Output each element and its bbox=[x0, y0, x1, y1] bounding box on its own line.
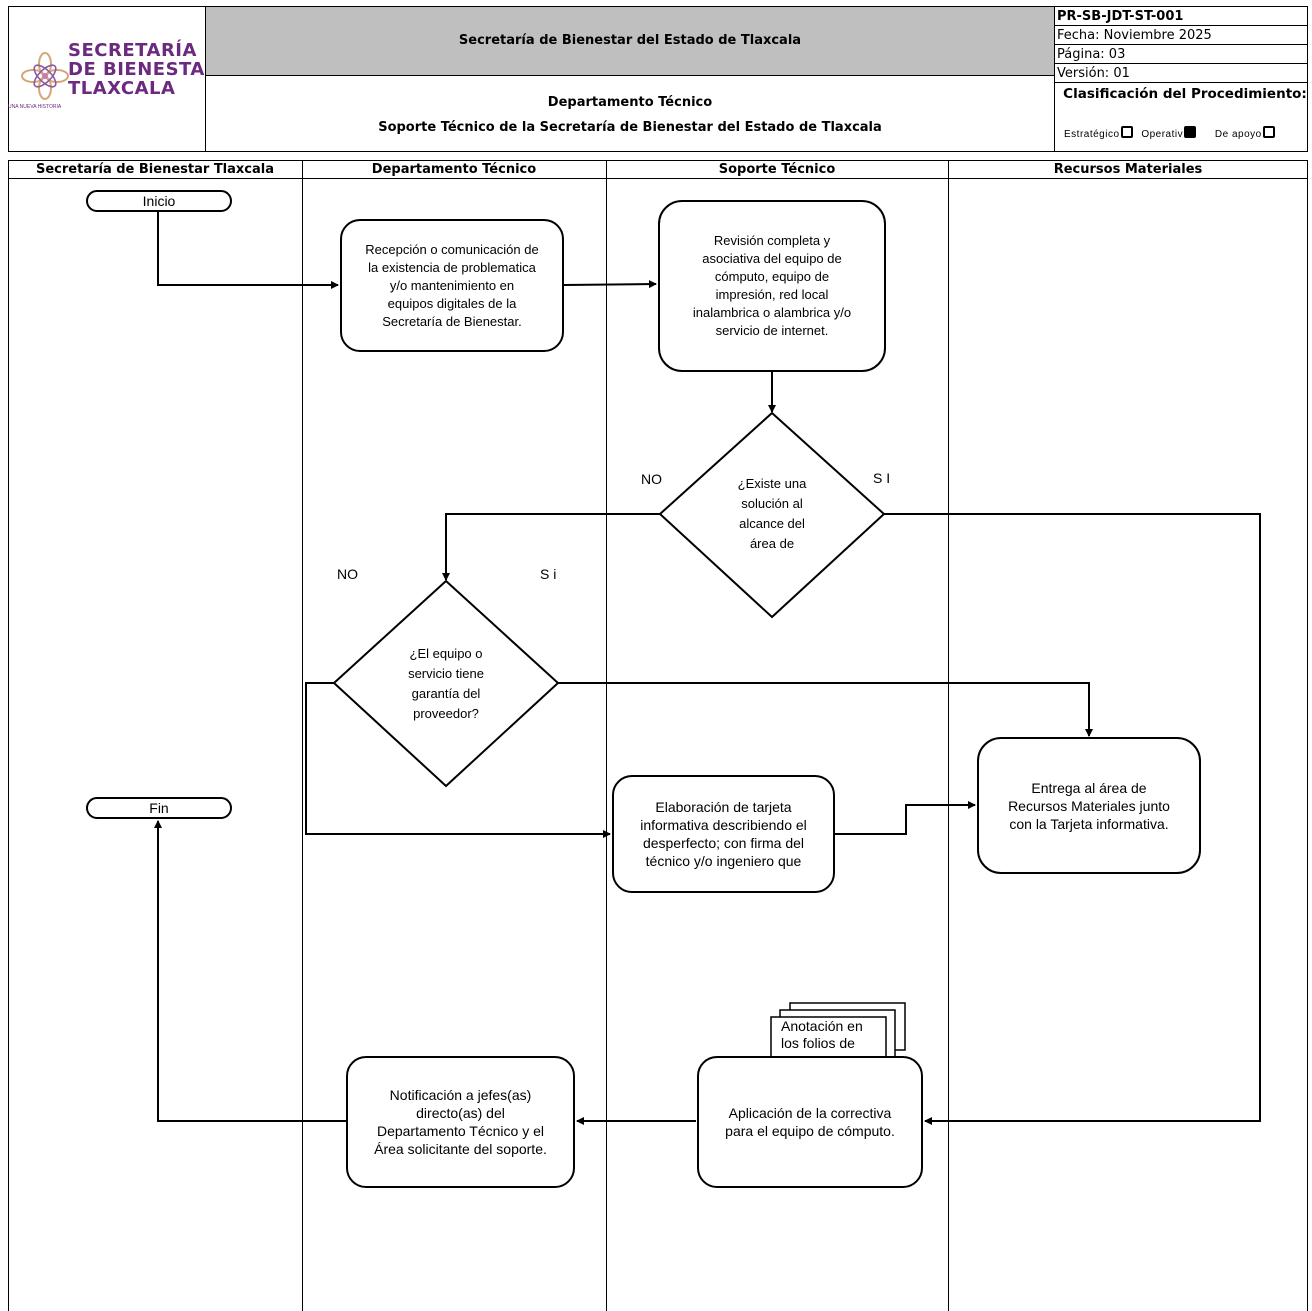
decision-solution-yes-label: S I bbox=[873, 470, 891, 486]
procedure-page: Página: 03 bbox=[1055, 45, 1307, 64]
connector-start-reception bbox=[157, 210, 339, 289]
decision-warranty-diamond bbox=[332, 579, 560, 788]
connector-solution-no bbox=[442, 513, 660, 581]
logo-tagline: UNA NUEVA HISTORIA bbox=[8, 104, 62, 110]
connector-notification-end bbox=[154, 820, 346, 1122]
procedure-date: Fecha: Noviembre 2025 bbox=[1055, 26, 1307, 45]
classification-title: Clasificación del Procedimiento: bbox=[1063, 86, 1307, 102]
connector-card-delivery bbox=[835, 801, 976, 835]
start-terminator[interactable]: Inicio bbox=[86, 190, 232, 212]
classification-options: Estratégico Operativ De apoyo bbox=[1064, 126, 1304, 144]
documents-shape bbox=[770, 1002, 906, 1069]
header-title-bar: Secretaría de Bienestar del Estado de Tl… bbox=[206, 7, 1054, 75]
lane-title-soporte: Soporte Técnico bbox=[718, 162, 836, 177]
title-bar-divider bbox=[206, 75, 1054, 76]
header-department: Departamento Técnico bbox=[547, 95, 713, 110]
connector-warranty-no bbox=[305, 682, 611, 838]
option-operative: Operativ bbox=[1141, 126, 1197, 140]
lane-dividers bbox=[8, 160, 1308, 1311]
lane-title-departamento: Departamento Técnico bbox=[371, 162, 537, 177]
decision-solution-diamond bbox=[658, 411, 886, 619]
procedure-version: Versión: 01 bbox=[1055, 64, 1307, 83]
option-strategic: Estratégico bbox=[1064, 126, 1133, 140]
checkbox-strategic[interactable] bbox=[1120, 126, 1133, 138]
decision-warranty-no-label: NO bbox=[337, 566, 358, 582]
lane-header-row bbox=[8, 160, 1308, 179]
header-frame bbox=[8, 6, 1308, 152]
info-column-divider bbox=[1054, 6, 1055, 152]
checkbox-support[interactable] bbox=[1262, 126, 1275, 138]
procedure-code: PR-SB-JDT-ST-001 bbox=[1055, 7, 1307, 26]
connector-solution-yes bbox=[884, 513, 1261, 1125]
lane-title-recursos: Recursos Materiales bbox=[1053, 162, 1203, 177]
end-terminator[interactable]: Fin bbox=[86, 797, 232, 819]
logo-text-line2: DE BIENESTAR bbox=[68, 59, 220, 80]
header-procedure-name: Soporte Técnico de la Secretaría de Bien… bbox=[378, 120, 882, 135]
option-support: De apoyo bbox=[1215, 126, 1275, 140]
connector-reception-review bbox=[563, 280, 657, 289]
logo-flower-icon bbox=[21, 52, 69, 100]
decision-warranty-yes-label: S i bbox=[540, 566, 557, 582]
logo-text-line1: SECRETARÍA bbox=[68, 40, 197, 61]
header-title: Secretaría de Bienestar del Estado de Tl… bbox=[458, 33, 802, 48]
lane-title-secretaria: Secretaría de Bienestar Tlaxcala bbox=[35, 162, 275, 177]
checkbox-operative[interactable] bbox=[1184, 126, 1197, 138]
logo-cell: SECRETARÍA DE BIENESTAR TLAXCALA UNA NUE… bbox=[8, 6, 219, 152]
logo-text-line3: TLAXCALA bbox=[68, 78, 176, 99]
connector-warranty-yes bbox=[558, 682, 1093, 737]
logo-cell-divider bbox=[205, 6, 206, 152]
decision-solution-no-label: NO bbox=[641, 471, 662, 487]
